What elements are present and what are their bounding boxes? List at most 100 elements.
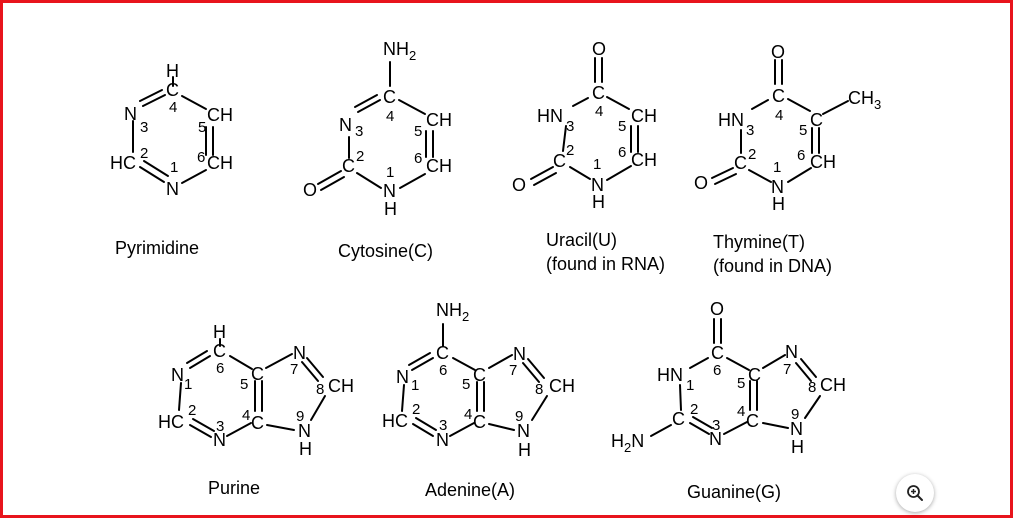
bond (452, 357, 476, 371)
bond (822, 100, 849, 115)
bond (751, 99, 769, 110)
atom-label: C (711, 343, 724, 363)
position-number: 9 (515, 408, 523, 425)
bond (692, 416, 713, 429)
bond (301, 361, 319, 382)
bond (139, 166, 165, 183)
bond (762, 354, 786, 369)
atom-label: H (384, 199, 397, 219)
atom-label: C (734, 153, 747, 173)
molecule-name: Pyrimidine (115, 238, 199, 258)
position-number: 8 (316, 381, 324, 398)
position-number: 6 (197, 149, 205, 166)
atom-label: C (672, 409, 685, 429)
bond (399, 173, 426, 189)
atom-label: HN (537, 106, 563, 126)
position-number: 4 (737, 403, 745, 420)
position-number: 7 (783, 361, 791, 378)
zoom-in-button[interactable] (896, 474, 934, 512)
bond (412, 423, 434, 437)
position-number: 4 (775, 107, 783, 124)
molecule-note: (found in DNA) (713, 256, 832, 276)
atom-label: H (592, 192, 605, 212)
atom-label: N (709, 429, 722, 449)
position-number: 2 (356, 148, 364, 165)
bond (265, 353, 293, 369)
atom-label: HC (382, 411, 408, 431)
atom-label: C (251, 364, 264, 384)
zoom-in-icon (907, 485, 923, 501)
position-number: 5 (737, 375, 745, 392)
atom-label: CH (631, 150, 657, 170)
position-number: 2 (188, 402, 196, 419)
amino-group-label: NH2 (436, 300, 469, 324)
position-number: 1 (773, 159, 781, 176)
bond (189, 355, 211, 369)
bond (711, 167, 734, 179)
bond (562, 125, 567, 152)
atom-label: N (383, 181, 396, 201)
atom-label: CH (328, 376, 354, 396)
position-number: 6 (797, 147, 805, 164)
atom-label: CH (810, 152, 836, 172)
atom-label: N (790, 419, 803, 439)
position-number: 3 (216, 418, 224, 435)
bond (186, 350, 208, 364)
position-number: 2 (748, 146, 756, 163)
atom-label: C (342, 156, 355, 176)
atom-label: O (710, 299, 724, 319)
bond (800, 358, 817, 378)
bond (795, 362, 812, 382)
position-number: 7 (509, 362, 517, 379)
molecule-name: Purine (208, 478, 260, 498)
position-number: 2 (690, 401, 698, 418)
bond (488, 354, 513, 369)
atom-label: N (513, 344, 526, 364)
position-number: 3 (439, 417, 447, 434)
atom-label: O (303, 180, 317, 200)
atom-label: C (746, 411, 759, 431)
bond (181, 95, 207, 110)
atom-label: O (694, 173, 708, 193)
atom-label: C (473, 412, 486, 432)
molecule-name: Cytosine(C) (338, 241, 433, 261)
position-number: 4 (595, 103, 603, 120)
bond (178, 382, 182, 411)
atom-label: CH (631, 106, 657, 126)
methyl-group-label: CH3 (848, 88, 881, 112)
bond (192, 418, 215, 432)
atom-label: H (299, 439, 312, 459)
position-number: 4 (242, 407, 250, 424)
atom-label: N (298, 421, 311, 441)
position-number: 6 (439, 362, 447, 379)
position-number: 5 (198, 119, 206, 136)
bond (266, 424, 295, 431)
bond (714, 173, 737, 185)
position-number: 5 (240, 376, 248, 393)
bond (689, 357, 709, 369)
bond (317, 170, 342, 185)
bond (787, 167, 812, 183)
atom-label: C (436, 343, 449, 363)
bond (411, 357, 434, 371)
bond (398, 99, 426, 115)
atom-label: H (213, 322, 226, 342)
bond (415, 417, 437, 431)
position-number: 8 (535, 381, 543, 398)
position-number: 4 (169, 99, 177, 116)
atom-label: H (791, 437, 804, 457)
position-number: 1 (593, 156, 601, 173)
bond (226, 422, 252, 437)
atom-label: N (517, 421, 530, 441)
atom-label: HN (657, 365, 683, 385)
position-number: 8 (808, 379, 816, 396)
bond (449, 422, 475, 437)
atom-label: N (771, 177, 784, 197)
position-number: 1 (386, 164, 394, 181)
position-number: 5 (414, 123, 422, 140)
bond (488, 423, 515, 431)
atom-label: N (213, 430, 226, 450)
thymine-structure: O C CH3 HN C C CH O N H 4 3 5 2 6 1 Thym… (694, 42, 881, 276)
position-number: 2 (412, 401, 420, 418)
